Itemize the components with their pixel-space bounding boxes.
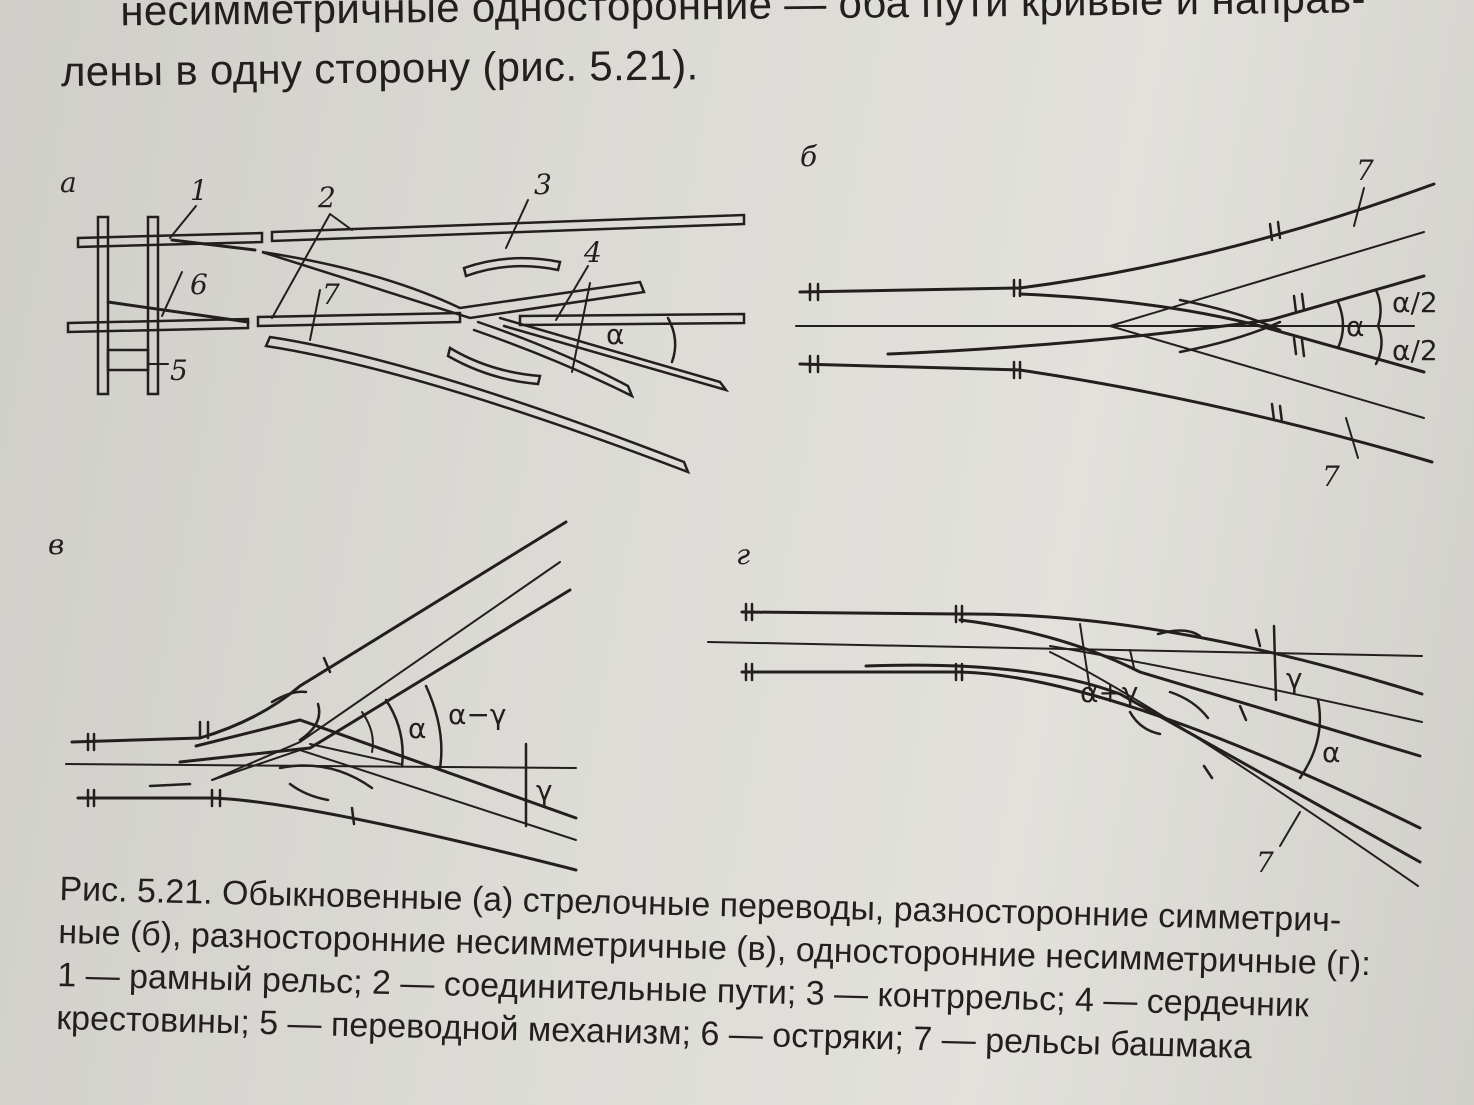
figure-b-label: 7	[1356, 154, 1374, 187]
figure-a-label: 3	[534, 168, 552, 201]
rail	[798, 362, 1434, 464]
figure-v-angle: γ	[536, 774, 553, 807]
figure-g	[707, 602, 1424, 887]
guard-rail	[446, 346, 542, 386]
rail	[958, 618, 1422, 758]
figure-b-label: 7	[1322, 460, 1340, 493]
rail	[798, 182, 1436, 294]
figure-g-angle: γ	[1286, 662, 1303, 695]
track-axis	[211, 561, 561, 781]
straight-rail	[518, 312, 746, 327]
figure-a-label: 2	[317, 181, 336, 214]
figure-g-label: 7	[1256, 846, 1274, 879]
figure-a-label: 5	[170, 354, 188, 387]
figure-b-angle: α/2	[1392, 286, 1438, 319]
straight-rail	[256, 311, 462, 328]
sleeper	[146, 215, 160, 396]
frog	[472, 320, 635, 399]
switch-point	[170, 238, 257, 252]
figure-v-angle: α	[408, 712, 426, 745]
figure-a-label: 1	[190, 174, 208, 207]
straight-rail	[270, 213, 746, 243]
switch-point	[106, 300, 250, 324]
rail	[864, 663, 1422, 864]
stock-rail	[76, 231, 264, 249]
figure-v-angle: α−γ	[448, 698, 507, 731]
figure-b-letter: б	[800, 140, 818, 173]
rail	[76, 796, 578, 872]
figure-g-angle: α	[1322, 736, 1340, 769]
rail	[194, 718, 578, 820]
figure-v	[65, 520, 578, 872]
figure-a	[66, 199, 746, 475]
sleeper	[96, 215, 110, 396]
figure-a-label: 4	[583, 236, 602, 269]
guard-rail	[462, 256, 562, 278]
figure-a-angle: α	[606, 318, 624, 351]
track-axis	[211, 748, 577, 841]
figure-g-letter: г	[736, 538, 750, 571]
figure-a-label: 6	[190, 268, 208, 301]
rail	[740, 670, 1422, 830]
figure-a-label: 7	[322, 278, 340, 311]
track-axis	[1109, 231, 1425, 327]
figure-v-letter: в	[48, 528, 64, 561]
track-axis	[1049, 645, 1423, 723]
rail	[886, 274, 1426, 356]
figure-b	[795, 182, 1436, 464]
figure-a-letter: а	[60, 166, 77, 199]
figure-b-angle: α/2	[1392, 334, 1438, 367]
figure-g-angle: α+γ	[1080, 676, 1139, 709]
track-axis	[1049, 651, 1419, 887]
figure-caption: Рис. 5.21. Обыкновенные (а) стрелочные п…	[56, 868, 1474, 1075]
stock-rail	[66, 317, 250, 334]
switch-mechanism	[106, 348, 150, 372]
track-axis	[1109, 325, 1425, 419]
rail	[70, 520, 568, 744]
connecting-rail	[264, 335, 691, 475]
frog	[498, 316, 730, 393]
connecting-rail	[261, 250, 646, 320]
rail	[178, 588, 572, 764]
figure-b-angle: α	[1346, 310, 1364, 343]
